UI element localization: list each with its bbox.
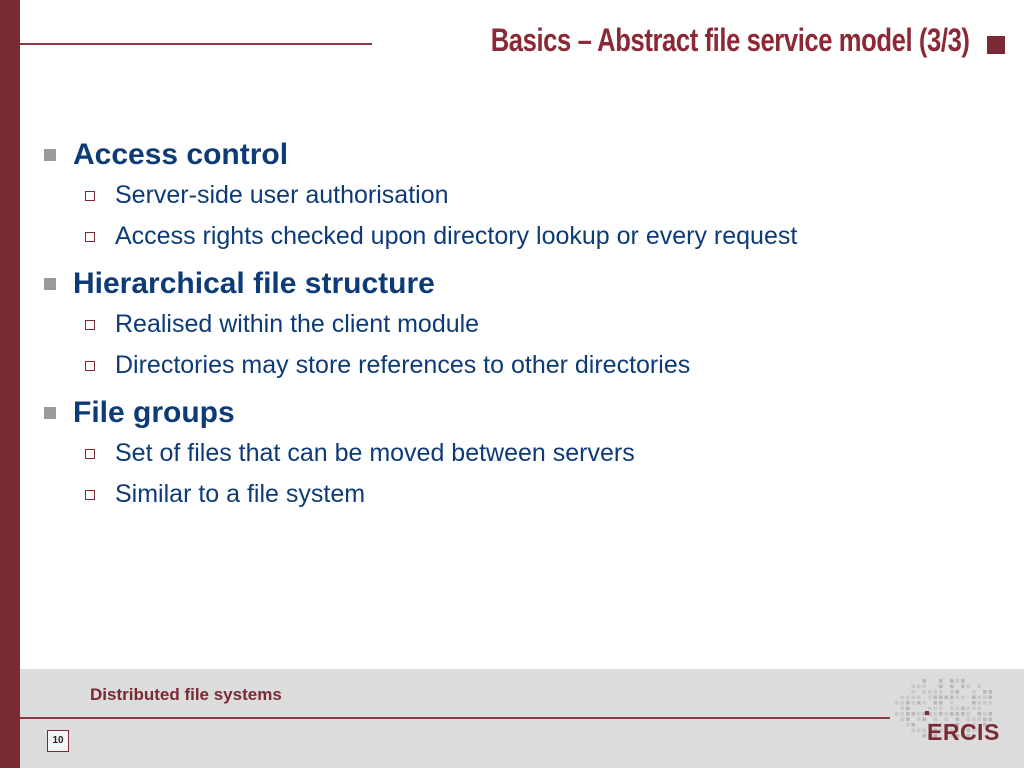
sub-bullet-text: Directories may store references to othe… bbox=[115, 351, 691, 379]
square-bullet-icon bbox=[44, 149, 56, 161]
sub-list-access-control: Server-side user authorisation Access ri… bbox=[40, 175, 1000, 257]
bullet-heading: Access control bbox=[73, 138, 289, 171]
bullet-heading: File groups bbox=[73, 396, 235, 429]
sub-bullet-text: Server-side user authorisation bbox=[115, 181, 449, 209]
page-number: 10 bbox=[47, 730, 69, 752]
sub-bullet: Realised within the client module bbox=[40, 304, 1000, 345]
title-rule bbox=[20, 43, 372, 45]
bullet-hierarchical-file-structure: Hierarchical file structure bbox=[40, 264, 1000, 304]
sub-list-file-groups: Set of files that can be moved between s… bbox=[40, 433, 1000, 515]
hollow-square-bullet-icon bbox=[85, 360, 95, 371]
sub-bullet-text: Realised within the client module bbox=[115, 310, 480, 338]
sub-bullet-text: Access rights checked upon directory loo… bbox=[115, 222, 798, 250]
sub-bullet: Set of files that can be moved between s… bbox=[40, 433, 1000, 474]
hollow-square-bullet-icon bbox=[85, 319, 95, 330]
sub-bullet-text: Similar to a file system bbox=[115, 480, 366, 508]
hollow-square-bullet-icon bbox=[85, 190, 95, 201]
left-accent-bar bbox=[0, 0, 20, 768]
hollow-square-bullet-icon bbox=[85, 448, 95, 459]
bullet-access-control: Access control bbox=[40, 135, 1000, 175]
title-square-icon bbox=[987, 36, 1005, 54]
slide-title: Basics – Abstract file service model (3/… bbox=[491, 22, 970, 58]
sub-list-hierarchical-file-structure: Realised within the client module Direct… bbox=[40, 304, 1000, 386]
slide-footer: Distributed file systems 10 ERCIS bbox=[20, 669, 1024, 768]
hollow-square-bullet-icon bbox=[85, 231, 95, 242]
bullet-file-groups: File groups bbox=[40, 393, 1000, 433]
sub-bullet: Directories may store references to othe… bbox=[40, 345, 1000, 386]
sub-bullet: Access rights checked upon directory loo… bbox=[40, 216, 1000, 257]
sub-bullet: Similar to a file system bbox=[40, 474, 1000, 515]
sub-bullet-text: Set of files that can be moved between s… bbox=[115, 439, 635, 467]
hollow-square-bullet-icon bbox=[85, 489, 95, 500]
square-bullet-icon bbox=[44, 278, 56, 290]
sub-bullet: Server-side user authorisation bbox=[40, 175, 1000, 216]
logo-text: ERCIS bbox=[927, 719, 1000, 745]
footer-rule bbox=[20, 717, 890, 719]
ercis-logo: ERCIS bbox=[875, 675, 1015, 765]
europe-map-dots-icon bbox=[895, 679, 993, 738]
square-bullet-icon bbox=[44, 407, 56, 419]
slide-content: Access control Server-side user authoris… bbox=[40, 135, 1000, 522]
footer-course-title: Distributed file systems bbox=[90, 685, 282, 704]
bullet-heading: Hierarchical file structure bbox=[73, 267, 435, 300]
